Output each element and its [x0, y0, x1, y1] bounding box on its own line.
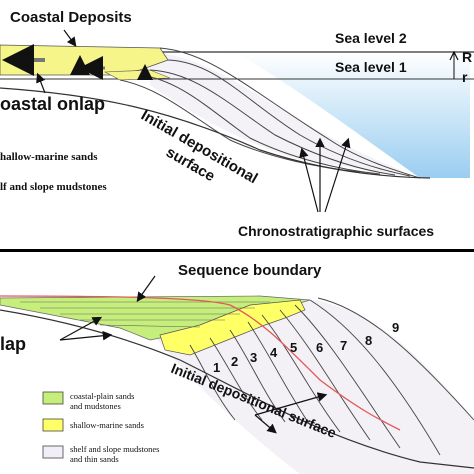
onlap-arrow-icon — [59, 316, 103, 341]
clinoform-number: 4 — [270, 345, 278, 360]
legend-label: shelf and slope mudstones — [70, 444, 159, 454]
legend: coastal-plain sands and mudstones shallo… — [42, 391, 159, 464]
bottom-panel: 1 2 3 4 5 6 7 8 9 Sequence boundary lap … — [0, 262, 474, 474]
pointer-arrow-icon — [63, 29, 77, 47]
top-panel: Coastal Deposits Sea level 2 Sea level 1… — [0, 9, 474, 239]
sequence-boundary-arrow-icon — [136, 275, 156, 302]
sequence-boundary-label: Sequence boundary — [178, 262, 322, 279]
clinoform-number: 3 — [250, 350, 257, 365]
shelf-slope-label: lf and slope mudstones — [0, 181, 107, 193]
legend-swatch-shelf-slope — [42, 445, 64, 459]
onlap-label: lap — [0, 334, 26, 354]
clinoform-number: 8 — [365, 333, 372, 348]
coastal-onlap-label: oastal onlap — [0, 94, 105, 114]
surface-arrow-icon — [254, 414, 277, 434]
coastal-deposits-label: Coastal Deposits — [10, 9, 132, 26]
chrono-curves — [119, 47, 421, 179]
edge-letter-label: r — [462, 69, 468, 85]
slope-body — [150, 52, 420, 178]
legend-label: coastal-plain sands — [70, 391, 134, 401]
edge-letter-label: R — [462, 49, 472, 65]
legend-label: and thin sands — [70, 454, 119, 464]
clinoform-curves — [189, 297, 474, 456]
shallow-marine-steps — [159, 299, 306, 356]
clinoform-number: 1 — [213, 360, 220, 375]
clinoform-number: 6 — [316, 340, 323, 355]
clinoform-number: 5 — [290, 340, 297, 355]
initial-surface-line-top — [0, 87, 431, 179]
sea-water — [160, 52, 470, 178]
legend-label: and mudstones — [70, 401, 121, 411]
clinoform-number: 9 — [392, 320, 399, 335]
chrono-label: Chronostratigraphic surfaces — [238, 223, 434, 239]
initial-surface-line-bottom — [0, 309, 474, 469]
clinoform-numbers: 1 2 3 4 5 6 7 8 9 — [213, 320, 399, 375]
pointer-arrow-icon — [299, 147, 319, 213]
pointer-arrow-icon — [324, 137, 351, 213]
panel-divider — [0, 249, 474, 252]
onlap-arrow-icon — [59, 330, 113, 341]
sea-level-arrow-icon — [449, 50, 459, 61]
shallow-marine-label: hallow-marine sands — [0, 151, 98, 163]
sequence-boundary-line — [0, 295, 401, 431]
sea-level-1-label: Sea level 1 — [335, 59, 407, 75]
surface-arrow-icon — [254, 392, 328, 416]
pointer-arrow-icon — [36, 72, 46, 94]
legend-swatch-shallow-marine — [42, 418, 64, 432]
green-layer-lines — [20, 301, 270, 328]
clinoform-number: 2 — [231, 354, 238, 369]
sea-level-2-label: Sea level 2 — [335, 30, 407, 46]
legend-label: shallow-marine sands — [70, 420, 144, 430]
shelf-slope-body — [150, 300, 474, 474]
clinoform-number: 7 — [340, 338, 347, 353]
legend-swatch-coastal-plain — [42, 391, 64, 405]
